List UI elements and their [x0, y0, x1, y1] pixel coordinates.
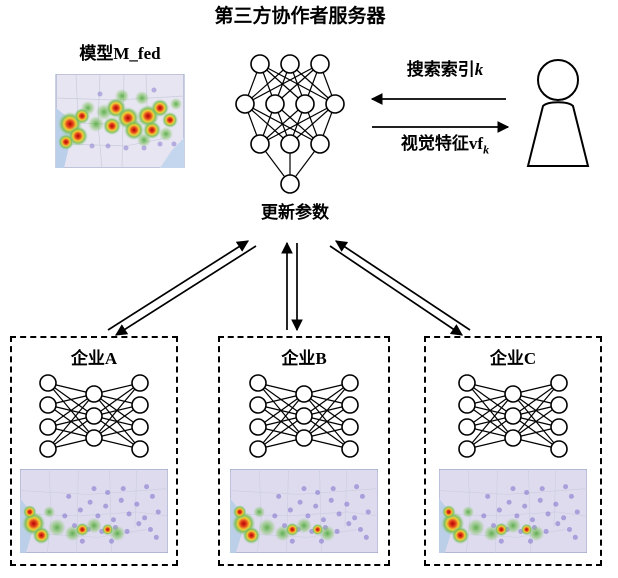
- enterprise-a-box: 企业A: [10, 336, 178, 566]
- enterprise-a-label: 企业A: [70, 349, 118, 368]
- visual-feature-text: 视觉特征vf: [400, 134, 484, 153]
- search-index-variable: k: [474, 60, 484, 79]
- search-index-text: 搜索索引: [406, 60, 475, 79]
- exchange-arrows-enterprise-a-icon: [107, 240, 257, 336]
- search-index-label: 搜索索引k: [383, 60, 507, 80]
- update-params-label: 更新参数: [261, 203, 329, 222]
- model-mfed-heatmap-icon: [55, 74, 185, 168]
- server-neural-network-icon: [235, 54, 345, 194]
- enterprise-a-heatmap-icon: [20, 469, 168, 553]
- exchange-arrows-enterprise-c-icon: [329, 240, 471, 336]
- visual-feature-label: 视觉特征vfk: [375, 134, 515, 157]
- enterprise-b-network-icon: [249, 374, 359, 458]
- enterprise-c-box: 企业C: [424, 336, 602, 566]
- enterprise-c-heatmap-icon: [439, 469, 587, 553]
- visual-feature-subscript: k: [483, 142, 490, 157]
- enterprise-c-label: 企业C: [489, 349, 537, 368]
- enterprise-b-label: 企业B: [281, 349, 327, 368]
- exchange-arrows-enterprise-b-icon: [281, 241, 303, 332]
- person-icon: [526, 59, 590, 167]
- model-mfed-label: 模型M_fed: [79, 44, 161, 63]
- enterprise-b-box: 企业B: [218, 336, 390, 566]
- enterprise-a-network-icon: [39, 374, 149, 458]
- diagram-title: 第三方协作者服务器: [214, 6, 386, 27]
- enterprise-c-network-icon: [458, 374, 568, 458]
- enterprise-b-heatmap-icon: [230, 469, 378, 553]
